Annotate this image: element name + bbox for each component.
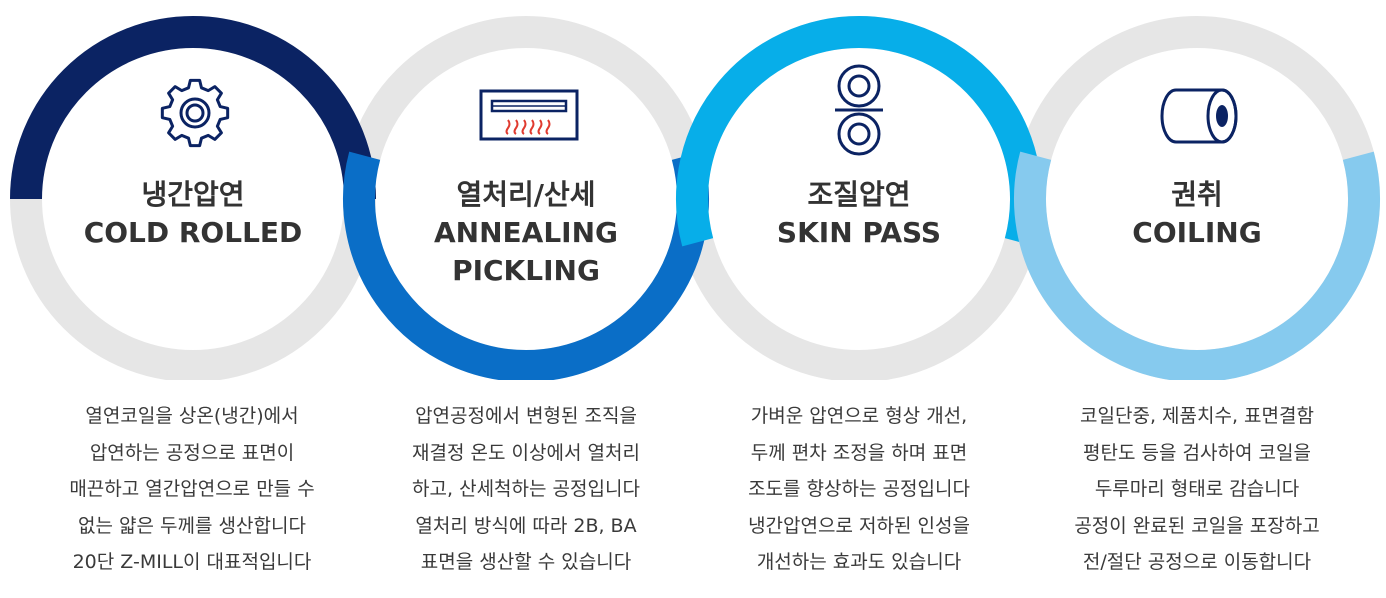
ring-arc-3 (676, 16, 1042, 247)
ring-arc-1 (10, 16, 376, 200)
stage-3-description: 가벼운 압연으로 형상 개선, 두께 편차 조정을 하며 표면 조도를 향상하는… (699, 398, 1019, 581)
stage-2-desc-line: 표면을 생산할 수 있습니다 (420, 551, 632, 573)
stage-1-desc-line: 열연코일을 상온(냉간)에서 (85, 405, 299, 427)
stage-1-title-en: COLD ROLLED (83, 216, 303, 249)
stage-1-desc-line: 압연하는 공정으로 표면이 (89, 441, 295, 464)
stage-3-desc-line: 두께 편차 조정을 하며 표면 (750, 441, 968, 464)
stage-2-desc-line: 압연공정에서 변형된 조직을 (415, 405, 637, 427)
stage-3-title: 조질압연 SKIN PASS (709, 176, 1009, 252)
stage-1-title: 냉간압연 COLD ROLLED (43, 176, 343, 252)
coil-icon (1160, 88, 1238, 144)
stage-1-desc-line: 매끈하고 열간압연으로 만들 수 (69, 478, 315, 500)
stage-1-desc-line: 없는 얇은 두께를 생산합니다 (78, 514, 306, 537)
stage-4-title: 권취 COILING (1047, 176, 1347, 252)
stage-4-desc-line: 두루마리 형태로 감습니다 (1094, 478, 1300, 500)
stage-1-desc-line: 20단 Z-MILL이 대표적입니다 (72, 551, 312, 573)
stage-3-desc-line: 개선하는 효과도 있습니다 (756, 551, 962, 573)
stage-1-title-ko: 냉간압연 (141, 178, 245, 211)
stage-2-title: 열처리/산세 ANNEALING PICKLING (376, 176, 676, 290)
stage-3-title-ko: 조질압연 (807, 178, 911, 211)
stage-4-desc-line: 코일단중, 제품치수, 표면결함 (1080, 405, 1314, 427)
ring-arc-2 (343, 151, 709, 380)
stage-2-desc-line: 열처리 방식에 따라 2B, BA (415, 514, 637, 537)
stage-4-desc-line: 전/절단 공정으로 이동합니다 (1082, 551, 1312, 573)
stage-2-desc-line: 하고, 산세척하는 공정입니다 (412, 478, 640, 500)
ring-arc-4 (1014, 151, 1380, 380)
stage-2-title-en2: PICKLING (452, 254, 600, 287)
stage-3-desc-line: 냉간압연으로 저하된 인성을 (748, 514, 970, 537)
stage-4-description: 코일단중, 제품치수, 표면결함 평탄도 등을 검사하여 코일을 두루마리 형태… (1037, 398, 1357, 581)
stage-4-desc-line: 공정이 완료된 코일을 포장하고 (1074, 514, 1320, 537)
stage-3-desc-line: 가벼운 압연으로 형상 개선, (750, 405, 968, 427)
stage-3-desc-line: 조도를 향상하는 공정입니다 (748, 478, 970, 500)
stage-2-title-en: ANNEALING (433, 216, 618, 249)
stage-4-title-en: COILING (1132, 216, 1262, 249)
stage-3-title-en: SKIN PASS (776, 216, 942, 249)
process-rings (10, 16, 1380, 380)
stage-2-desc-line: 재결정 온도 이상에서 열처리 (412, 441, 640, 464)
gear-icon (160, 78, 230, 148)
stage-2-title-ko: 열처리/산세 (456, 178, 596, 211)
stage-2-description: 압연공정에서 변형된 조직을 재결정 온도 이상에서 열처리 하고, 산세척하는… (366, 398, 686, 581)
furnace-icon (479, 89, 579, 141)
heat-waves-icon (505, 119, 551, 135)
stage-4-desc-line: 평탄도 등을 검사하여 코일을 (1083, 441, 1311, 464)
rollers-icon (835, 64, 883, 156)
stage-4-title-ko: 권취 (1171, 178, 1223, 211)
stage-1-description: 열연코일을 상온(냉간)에서 압연하는 공정으로 표면이 매끈하고 열간압연으로… (32, 398, 352, 581)
ring-arcs (10, 16, 1380, 380)
